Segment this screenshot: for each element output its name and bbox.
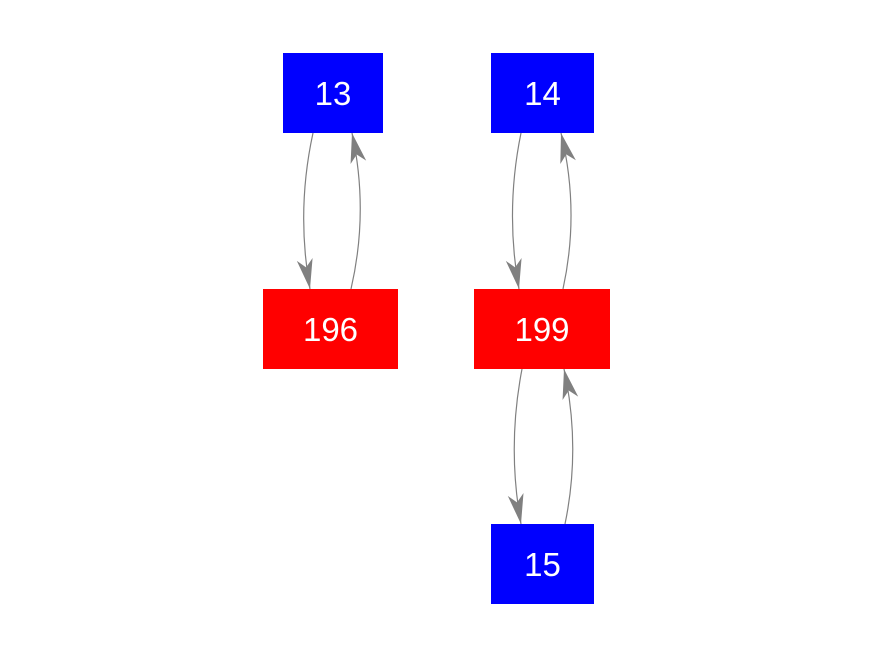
node-199[interactable]: 199 — [474, 289, 610, 369]
node-label: 199 — [514, 310, 570, 348]
node-196[interactable]: 196 — [263, 289, 398, 369]
node-14[interactable]: 14 — [491, 53, 594, 133]
edge-15-199 — [562, 368, 579, 525]
node-label: 14 — [524, 74, 561, 112]
node-13[interactable]: 13 — [283, 53, 383, 133]
edge-199-14 — [560, 132, 576, 290]
node-label: 15 — [524, 545, 561, 583]
node-15[interactable]: 15 — [491, 524, 594, 604]
node-label: 13 — [314, 74, 352, 112]
edge-196-13 — [350, 132, 367, 290]
node-label: 196 — [302, 310, 359, 348]
edge-13-196 — [296, 132, 314, 290]
edge-group — [296, 132, 579, 525]
edge-199-15 — [507, 368, 524, 525]
edge-14-199 — [505, 132, 522, 290]
